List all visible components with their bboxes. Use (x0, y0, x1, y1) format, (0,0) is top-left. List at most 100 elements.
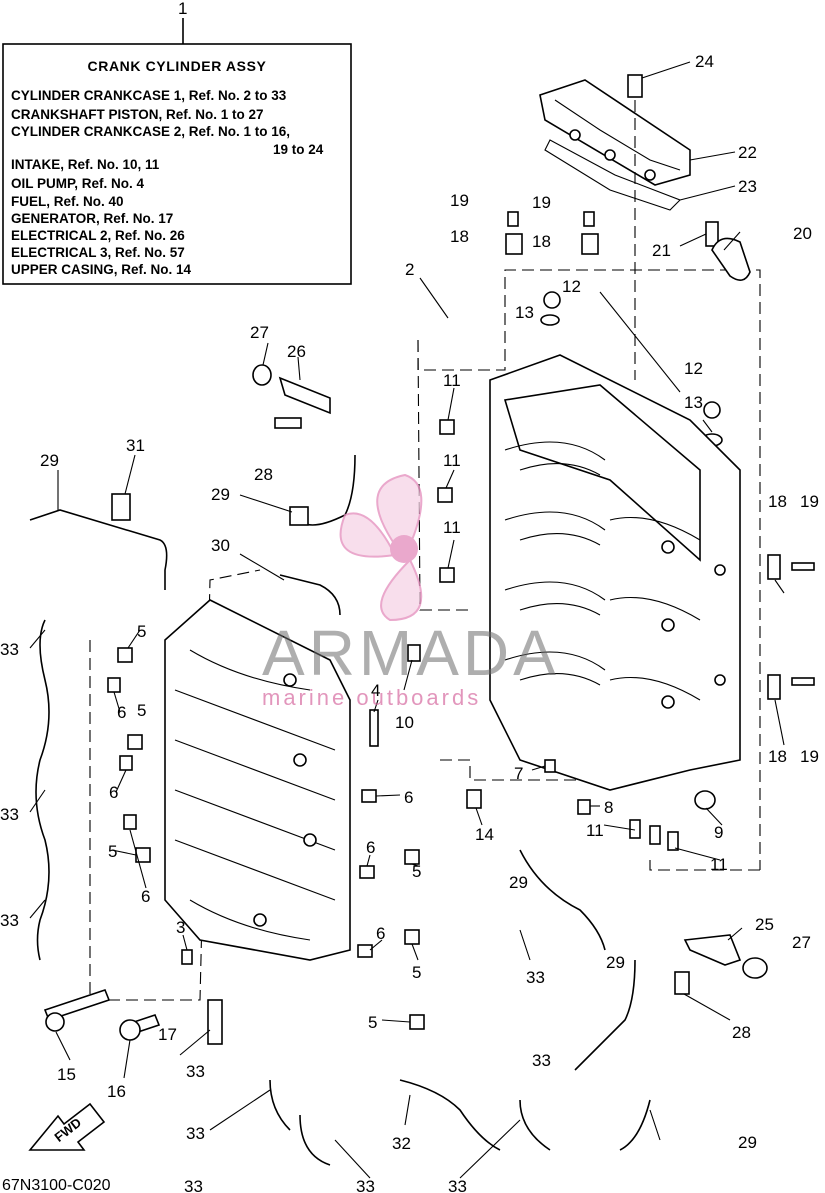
callout-21: 21 (652, 241, 671, 260)
callout-31: 31 (126, 436, 145, 455)
callout-3: 3 (176, 918, 185, 937)
callout-11: 11 (443, 518, 461, 537)
crankcase-2-boundary (440, 759, 640, 781)
boss-hole (283, 673, 297, 687)
bolt-28 (274, 417, 302, 429)
callout-33: 33 (0, 805, 19, 824)
callout-6: 6 (109, 783, 118, 802)
fitting-6 (361, 789, 377, 803)
crankcase-top-face (503, 384, 701, 562)
crankcase-2-boundary (89, 569, 261, 1001)
callout-5: 5 (137, 701, 146, 720)
callout-33: 33 (356, 1177, 375, 1193)
callout-18: 18 (532, 232, 551, 251)
callout-5: 5 (108, 842, 117, 861)
callout-29: 29 (211, 485, 230, 504)
callout-14: 14 (475, 825, 494, 844)
callout-6: 6 (141, 887, 150, 906)
screw-part (583, 211, 595, 227)
callout-28: 28 (254, 465, 273, 484)
reference-line: ELECTRICAL 2, Ref. No. 26 (11, 228, 185, 243)
watermark-propeller-icon (339, 473, 423, 622)
boss-hole (661, 540, 675, 554)
callout-33: 33 (186, 1062, 205, 1081)
boss-hole (714, 674, 726, 686)
sensor-25 (683, 934, 742, 966)
callout-20: 20 (793, 224, 812, 243)
callout-1: 1 (178, 0, 187, 18)
screw-part (507, 211, 519, 227)
callout-11: 11 (710, 855, 728, 874)
reference-line: ELECTRICAL 3, Ref. No. 57 (11, 245, 185, 260)
reference-line: OIL PUMP, Ref. No. 4 (11, 176, 145, 191)
callout-5: 5 (412, 862, 421, 881)
hose-29 (519, 849, 606, 951)
bolt-15-head (45, 1012, 65, 1032)
callout-27: 27 (792, 933, 811, 952)
crankcase-1-boundary (649, 860, 760, 871)
fwd-arrow-icon (28, 1102, 106, 1151)
crankcase-outline (164, 599, 351, 961)
callout-27: 27 (250, 323, 269, 342)
clip-part (581, 233, 599, 255)
forward-direction-indicator: FWD (28, 1102, 106, 1151)
bolt-hole (569, 129, 581, 141)
callout-12: 12 (562, 277, 581, 296)
crankcase-webs (174, 689, 336, 901)
leader-lines (29, 61, 785, 1179)
callout-19: 19 (800, 492, 819, 511)
crankcase-2-body (164, 599, 351, 961)
fitting-6 (359, 865, 375, 879)
callout-6: 6 (404, 788, 413, 807)
callout-4: 4 (371, 681, 380, 700)
callout-33: 33 (0, 911, 19, 930)
boss-hole (303, 833, 317, 847)
callout-29: 29 (40, 451, 59, 470)
cap-27 (252, 364, 272, 386)
callout-18: 18 (768, 747, 787, 766)
fitting-5 (117, 647, 133, 663)
clip-part (505, 233, 523, 255)
cylinder-bores (519, 463, 601, 686)
callout-33: 33 (526, 968, 545, 987)
boss-hole (661, 618, 675, 632)
fitting-11 (437, 487, 453, 503)
fitting-5 (127, 734, 143, 750)
screw-19 (791, 677, 815, 686)
callout-30: 30 (211, 536, 230, 555)
crankcase-1-body (489, 354, 741, 791)
callout-22: 22 (738, 143, 757, 162)
callout-15: 15 (57, 1065, 76, 1084)
callout-8: 8 (604, 798, 613, 817)
fitting-11 (649, 825, 661, 845)
hose-33 (269, 1079, 291, 1131)
callout-9: 9 (714, 823, 723, 842)
reference-line: UPPER CASING, Ref. No. 14 (11, 262, 192, 277)
callout-33: 33 (184, 1177, 203, 1193)
boss-hole (714, 564, 726, 576)
callout-33: 33 (0, 640, 19, 659)
head-cover-edge (554, 99, 681, 171)
crankcase-flanges (189, 649, 311, 941)
cylinder-bores (504, 441, 606, 671)
bolt-hole (644, 169, 656, 181)
callout-5: 5 (368, 1013, 377, 1032)
callout-28: 28 (732, 1023, 751, 1042)
washer-part (540, 314, 560, 326)
pin-8 (577, 799, 591, 815)
bolt-16-head (119, 1019, 141, 1041)
hoses (29, 454, 651, 1166)
pin-7 (544, 759, 556, 773)
hose-32 (399, 1079, 501, 1151)
callout-11: 11 (586, 821, 604, 840)
callout-11: 11 (443, 371, 461, 390)
fitting-10 (407, 644, 421, 662)
callout-5: 5 (137, 622, 146, 641)
boss-hole (293, 753, 307, 767)
callout-6: 6 (376, 924, 385, 943)
fitting-3 (181, 949, 193, 965)
reference-line: 19 to 24 (273, 142, 324, 157)
watermark-tagline: marine outboards (262, 685, 481, 710)
plug-part (289, 506, 309, 526)
